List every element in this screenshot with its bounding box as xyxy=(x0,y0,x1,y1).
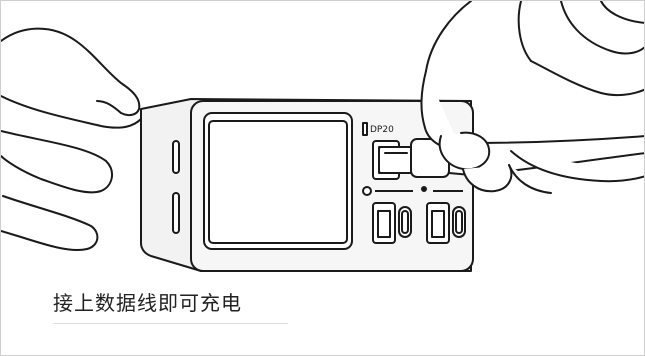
port-label: DP20 xyxy=(370,125,394,135)
caption-text: 接上数据线即可充电 xyxy=(53,291,242,315)
left-hand xyxy=(1,27,142,252)
caption-divider xyxy=(53,323,288,324)
right-hand xyxy=(420,1,644,194)
charger-device xyxy=(140,98,474,272)
